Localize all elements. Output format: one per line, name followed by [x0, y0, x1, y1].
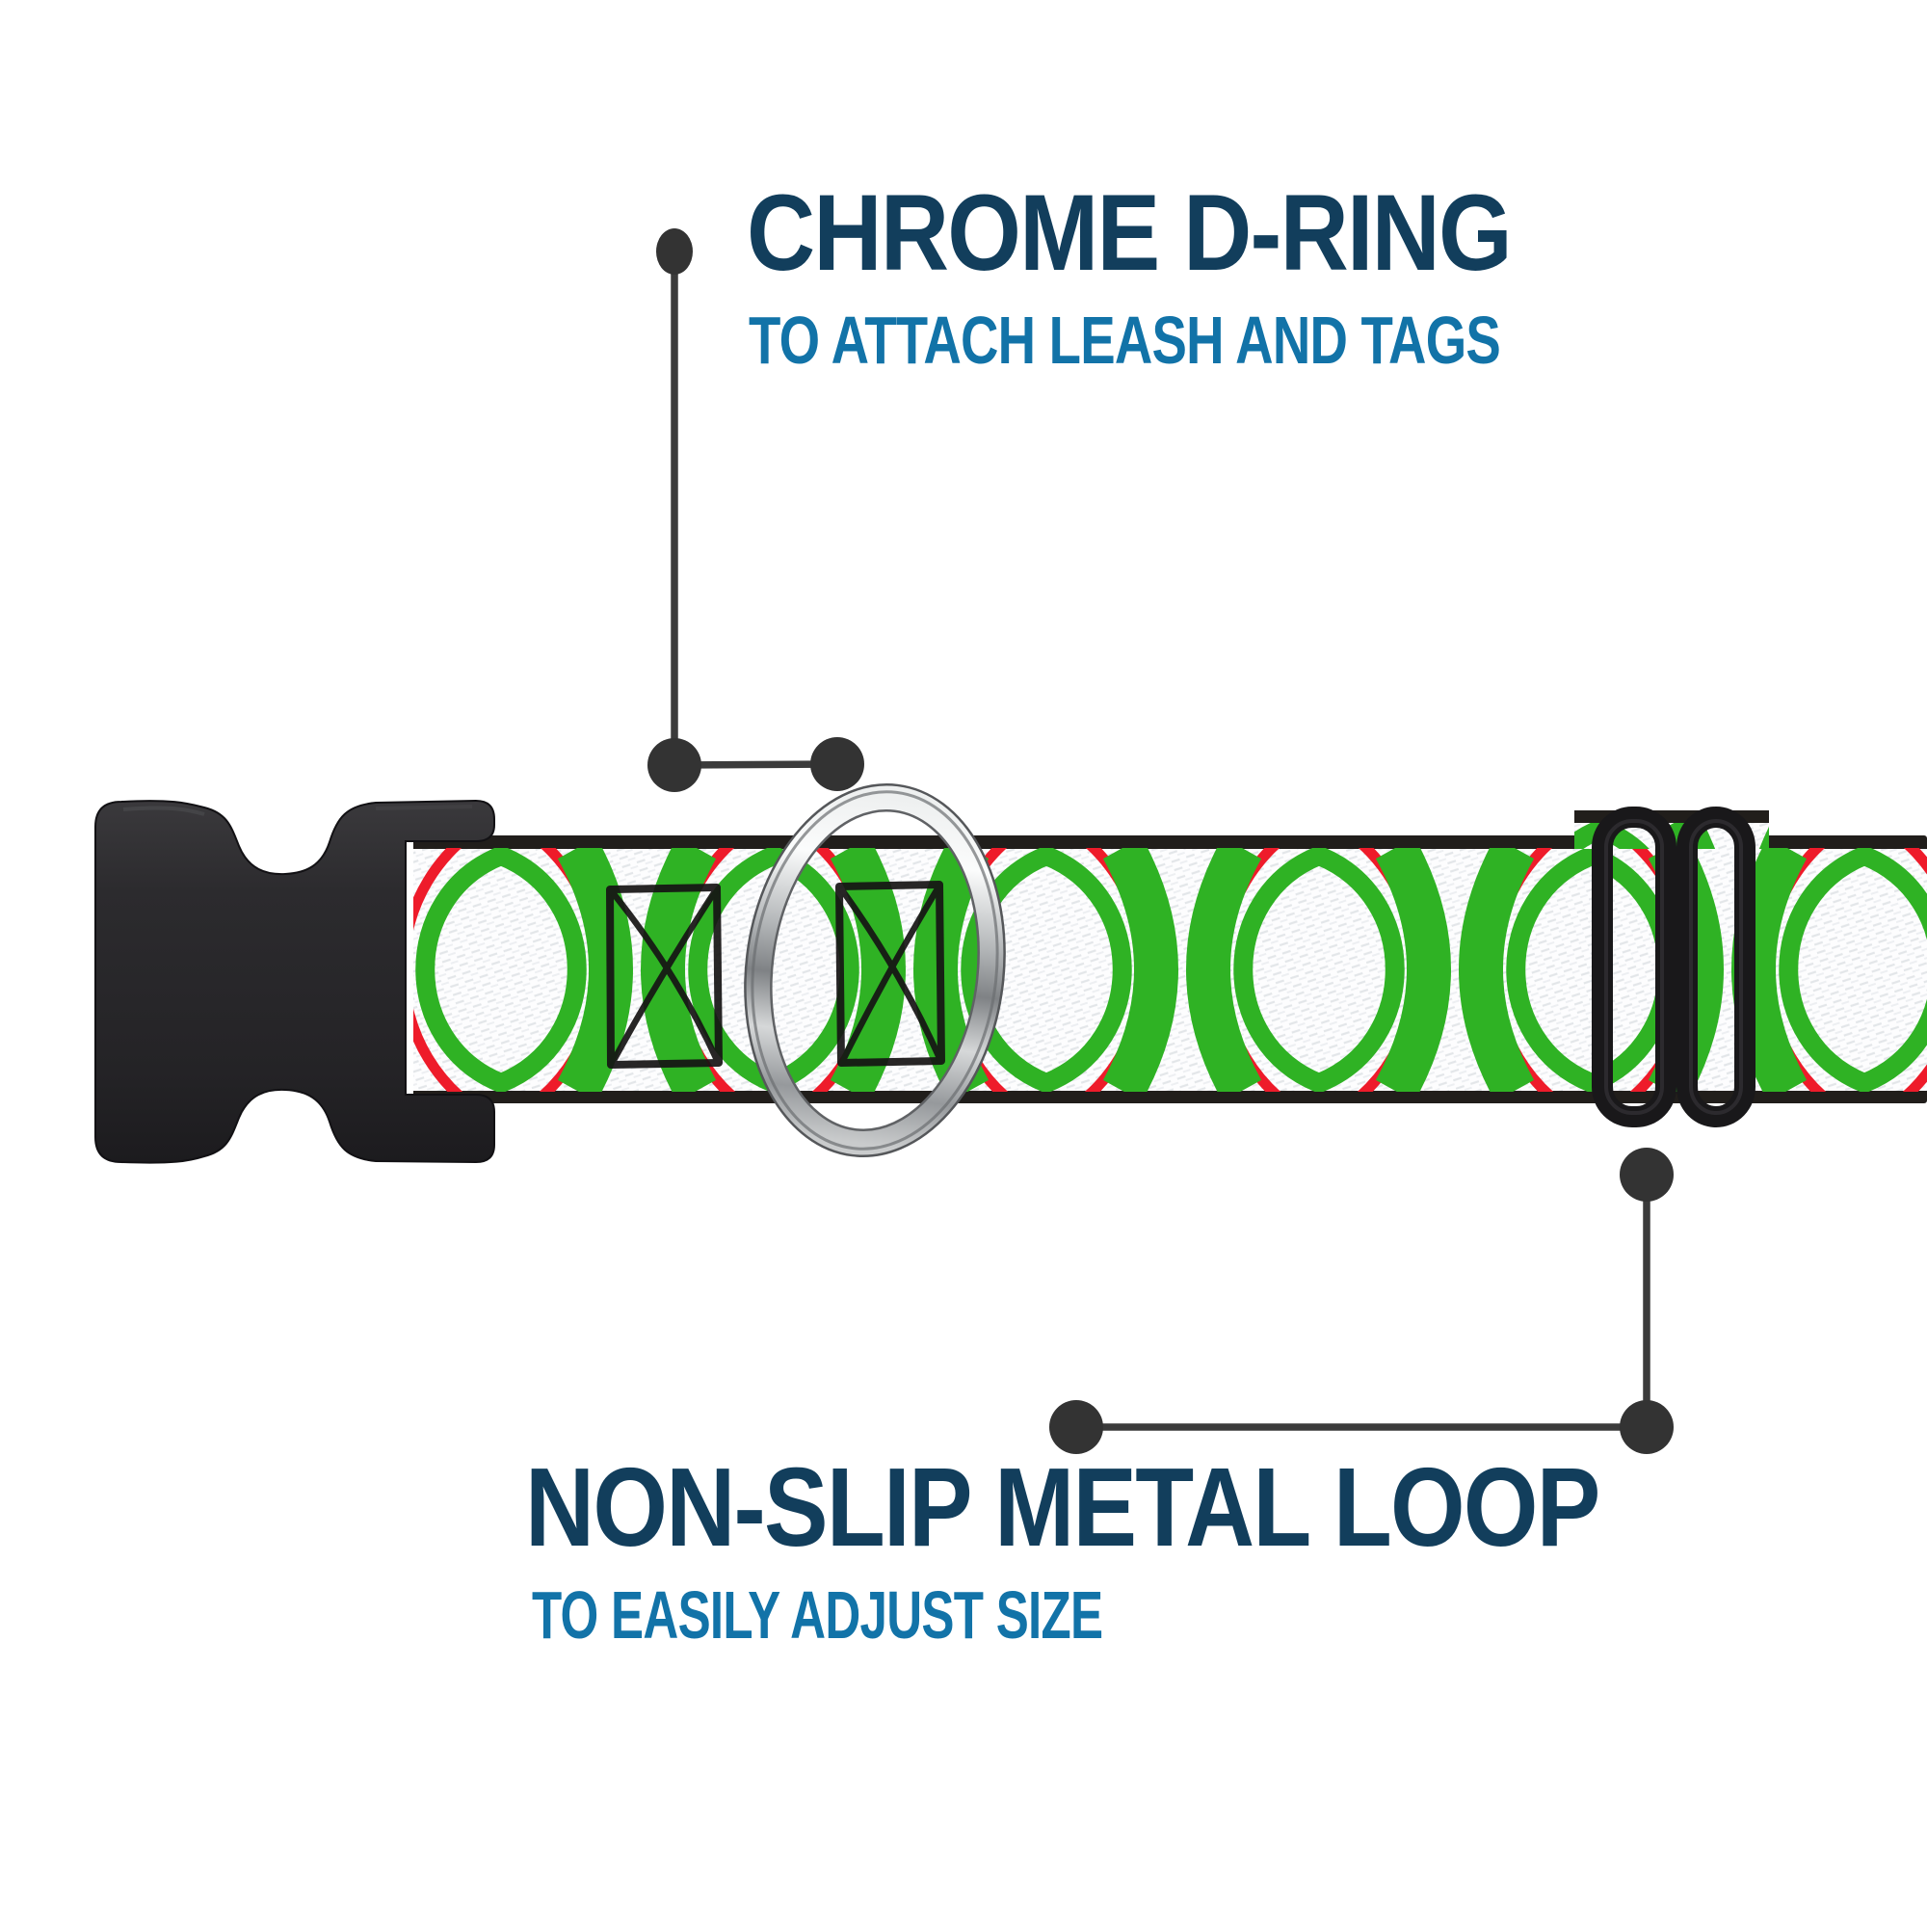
metal-loop-callout-subtitle: TO EASILY ADJUST SIZE — [532, 1577, 1103, 1653]
stitch-box — [606, 884, 723, 1069]
collar-strap — [413, 835, 1927, 1103]
callout-dot — [1620, 1148, 1674, 1202]
metal-loop-callout-connector — [1049, 1148, 1674, 1454]
d-ring-callout-title: CHROME D-RING — [747, 172, 1513, 293]
buckle — [94, 799, 495, 1164]
d-ring-callout-subtitle: TO ATTACH LEASH AND TAGS — [749, 303, 1501, 378]
buckle-highlight — [122, 806, 205, 816]
callout-dot — [647, 738, 701, 792]
buckle-highlight — [375, 805, 473, 810]
d-ring — [744, 783, 1006, 1157]
stitch-box — [835, 881, 945, 1067]
metal-loop-callout-title: NON-SLIP METAL LOOP — [525, 1444, 1600, 1570]
callout-dot — [1049, 1400, 1103, 1454]
callout-dot — [656, 228, 693, 275]
d-ring-callout-connector — [647, 228, 864, 792]
metal-loop — [1592, 807, 1755, 1127]
callout-dot — [1620, 1400, 1674, 1454]
callout-dot — [810, 737, 864, 791]
